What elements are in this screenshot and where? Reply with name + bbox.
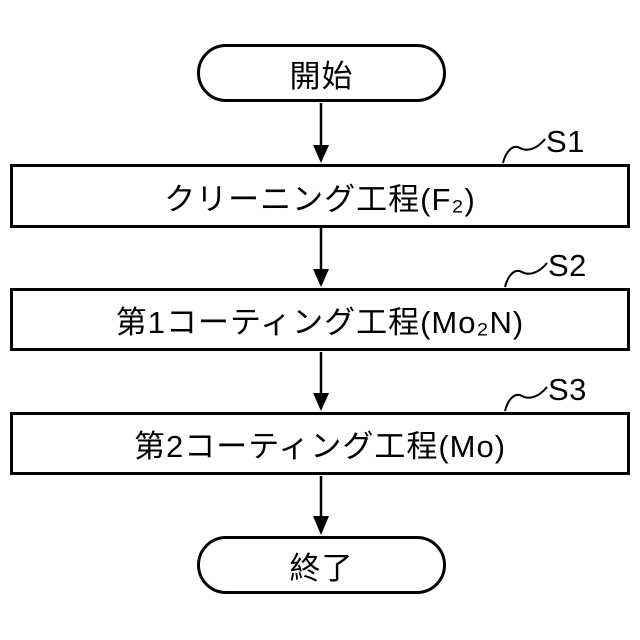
start-terminal: 開始	[197, 44, 446, 102]
leader-line-s2	[504, 262, 548, 288]
step-ref-label-s1: S1	[546, 124, 585, 159]
end-terminal: 終了	[197, 536, 446, 594]
process-step-s1: クリーニング工程(F₂)	[10, 164, 630, 228]
flow-arrowhead-icon-3	[313, 393, 329, 411]
leader-line-s1	[502, 138, 546, 164]
step-ref-label-s2: S2	[548, 248, 587, 283]
process-step-s2: 第1コーティング工程(Mo₂N)	[10, 288, 630, 351]
flow-arrowhead-icon-4	[313, 516, 329, 535]
flow-arrowhead-icon-2	[313, 269, 329, 287]
leader-line-s3	[504, 386, 548, 412]
process-step-s3: 第2コーティング工程(Mo)	[10, 412, 630, 475]
flow-arrowhead-icon-1	[313, 145, 329, 163]
step-ref-label-s3: S3	[548, 372, 587, 407]
